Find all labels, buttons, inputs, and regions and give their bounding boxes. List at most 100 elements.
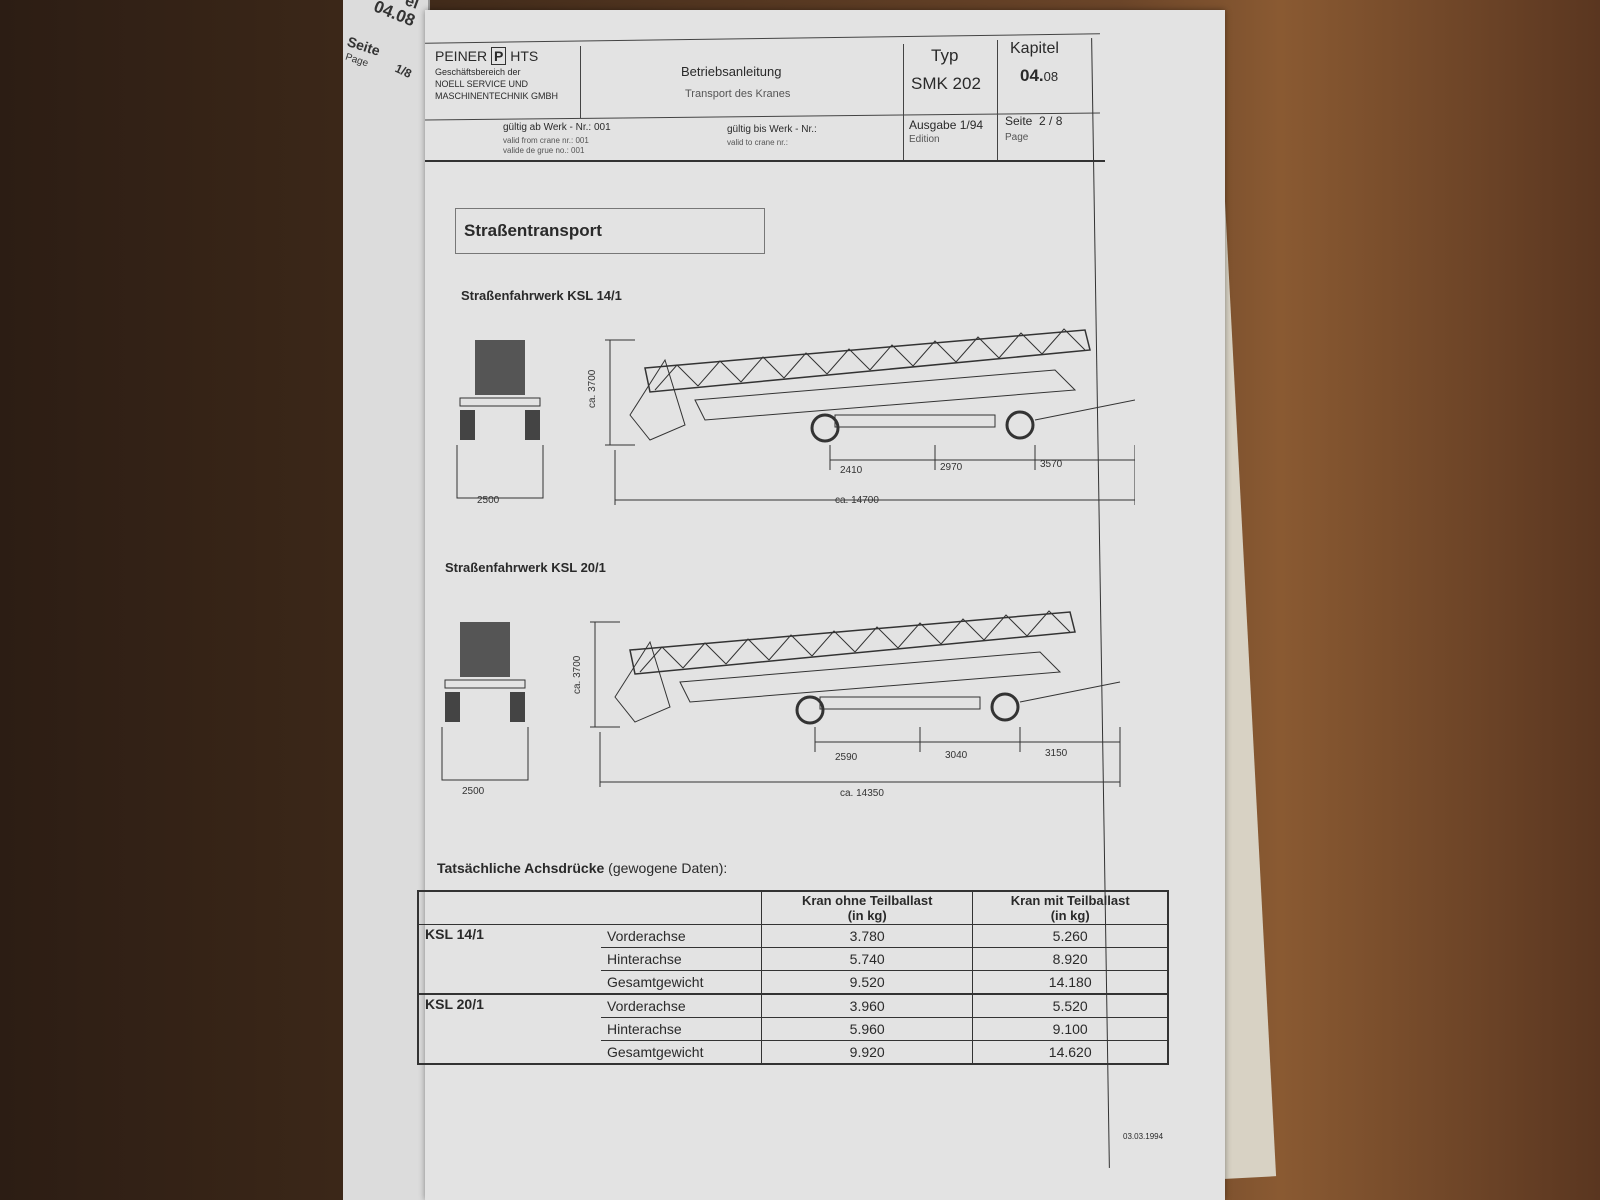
drawbar bbox=[1034, 399, 1135, 421]
previous-page-edge: el 04.08 Seite Page 1/8 bbox=[343, 0, 430, 1200]
height-dimension-line bbox=[605, 339, 635, 446]
value-with-ballast: 14.620 bbox=[972, 1040, 1168, 1065]
valid-to: gültig bis Werk - Nr.: bbox=[727, 124, 817, 135]
typ-value: SMK 202 bbox=[911, 74, 981, 93]
svg-text:ca. 3700: ca. 3700 bbox=[587, 369, 598, 408]
typ-label: Typ bbox=[931, 46, 959, 65]
total-length-dimension-line bbox=[614, 450, 1135, 505]
front-wheel-right bbox=[510, 692, 525, 722]
valid-from: gültig ab Werk - Nr.: 001 bbox=[503, 122, 611, 133]
ausgabe: Ausgabe 1/94 bbox=[909, 118, 984, 132]
ballast-block bbox=[460, 622, 510, 677]
boom-lower bbox=[679, 651, 1062, 703]
left-page-number: 1/8 bbox=[392, 61, 414, 81]
value-without-ballast: 5.740 bbox=[761, 947, 974, 971]
front-wheel-left bbox=[445, 692, 460, 722]
boom-lattice bbox=[639, 610, 1071, 673]
width-dimension-line bbox=[441, 727, 529, 781]
axle-label: Hinterachse bbox=[601, 1017, 763, 1041]
value-without-ballast: 3.780 bbox=[761, 924, 974, 948]
axle-dimension-line bbox=[829, 445, 1135, 470]
document-subtitle: Transport des Kranes bbox=[685, 88, 791, 100]
axle-label: Gesamtgewicht bbox=[601, 1040, 763, 1065]
axle-label: Vorderachse bbox=[601, 924, 763, 948]
valid-from-en: valid from crane nr.: 001 bbox=[503, 136, 589, 145]
model-cell: KSL 14/1 bbox=[418, 924, 601, 995]
value-with-ballast: 8.920 bbox=[972, 947, 1168, 971]
front-frame bbox=[444, 679, 526, 689]
axle-dimension-line bbox=[814, 727, 1121, 752]
page-label: Page bbox=[1005, 132, 1029, 143]
valid-to-en: valid to crane nr.: bbox=[727, 138, 788, 147]
front-frame bbox=[459, 397, 541, 407]
tower-section bbox=[614, 640, 671, 723]
table-header-row: Kran ohne Teilballast(in kg) Kran mit Te… bbox=[418, 891, 1168, 925]
value-with-ballast: 9.100 bbox=[972, 1017, 1168, 1041]
boom-lattice bbox=[654, 328, 1086, 391]
svg-text:ca. 14350: ca. 14350 bbox=[840, 788, 884, 799]
svg-text:3150: 3150 bbox=[1045, 748, 1068, 759]
front-axle-wheel bbox=[810, 413, 840, 443]
crane-drawing-ksl14: 2500 ca. 3700 2410 2970 3570 ca. 14700 bbox=[456, 328, 1135, 506]
rear-axle-wheel bbox=[1005, 410, 1035, 440]
chassis bbox=[834, 414, 996, 428]
svg-text:ca. 3700: ca. 3700 bbox=[572, 655, 583, 694]
axle-label: Vorderachse bbox=[601, 994, 763, 1018]
drawing-title-ksl20: Straßenfahrwerk KSL 20/1 bbox=[445, 560, 606, 575]
value-with-ballast: 14.180 bbox=[972, 970, 1168, 995]
ballast-block bbox=[475, 340, 525, 395]
value-without-ballast: 3.960 bbox=[761, 994, 974, 1018]
svg-text:2970: 2970 bbox=[940, 462, 963, 473]
kapitel-value: 04.08 bbox=[1020, 66, 1059, 85]
tower-section bbox=[629, 358, 686, 441]
table-caption: Tatsächliche Achsdrücke (gewogene Daten)… bbox=[437, 860, 728, 876]
value-without-ballast: 9.520 bbox=[761, 970, 974, 995]
value-with-ballast: 5.260 bbox=[972, 924, 1168, 948]
value-without-ballast: 9.920 bbox=[761, 1040, 974, 1065]
model-cell: KSL 20/1 bbox=[418, 994, 601, 1065]
boom-upper bbox=[629, 611, 1076, 675]
axle-load-table: Kran ohne Teilballast(in kg) Kran mit Te… bbox=[417, 890, 1169, 1065]
axle-label: Gesamtgewicht bbox=[601, 970, 763, 995]
rear-axle-wheel bbox=[990, 692, 1020, 722]
document-title: Betriebsanleitung bbox=[681, 64, 782, 79]
section-title: Straßentransport bbox=[455, 208, 765, 254]
crane-drawing-ksl20: 2500 ca. 3700 2590 3040 3150 ca. 14350 bbox=[441, 610, 1121, 799]
svg-text:2590: 2590 bbox=[835, 752, 858, 763]
front-wheel-right bbox=[525, 410, 540, 440]
front-axle-wheel bbox=[795, 695, 825, 725]
chassis bbox=[819, 696, 981, 710]
drawbar bbox=[1019, 681, 1121, 703]
svg-text:2410: 2410 bbox=[840, 465, 863, 476]
value-without-ballast: 5.960 bbox=[761, 1017, 974, 1041]
company-logo: PEINER P HTS bbox=[435, 47, 539, 65]
svg-text:3040: 3040 bbox=[945, 750, 968, 761]
width-dimension-line bbox=[456, 445, 544, 499]
svg-text:ca. 14700: ca. 14700 bbox=[835, 495, 879, 506]
kapitel-label: Kapitel bbox=[1010, 40, 1059, 57]
boom-lower bbox=[694, 369, 1077, 421]
edition-label: Edition bbox=[909, 134, 940, 145]
header-without-ballast: Kran ohne Teilballast(in kg) bbox=[761, 891, 974, 925]
header-with-ballast: Kran mit Teilballast(in kg) bbox=[972, 891, 1168, 925]
boom-upper bbox=[644, 329, 1091, 393]
total-length-dimension-line bbox=[599, 732, 1121, 787]
svg-text:3570: 3570 bbox=[1040, 459, 1063, 470]
svg-text:2500: 2500 bbox=[477, 495, 500, 506]
svg-text:2500: 2500 bbox=[462, 786, 485, 797]
front-wheel-left bbox=[460, 410, 475, 440]
drawing-title-ksl14: Straßenfahrwerk KSL 14/1 bbox=[461, 288, 622, 303]
valid-from-fr: valide de grue no.: 001 bbox=[503, 146, 585, 155]
seite: Seite 2 / 8 bbox=[1005, 114, 1063, 128]
value-with-ballast: 5.520 bbox=[972, 994, 1168, 1018]
footer-date: 03.03.1994 bbox=[1123, 1132, 1164, 1141]
